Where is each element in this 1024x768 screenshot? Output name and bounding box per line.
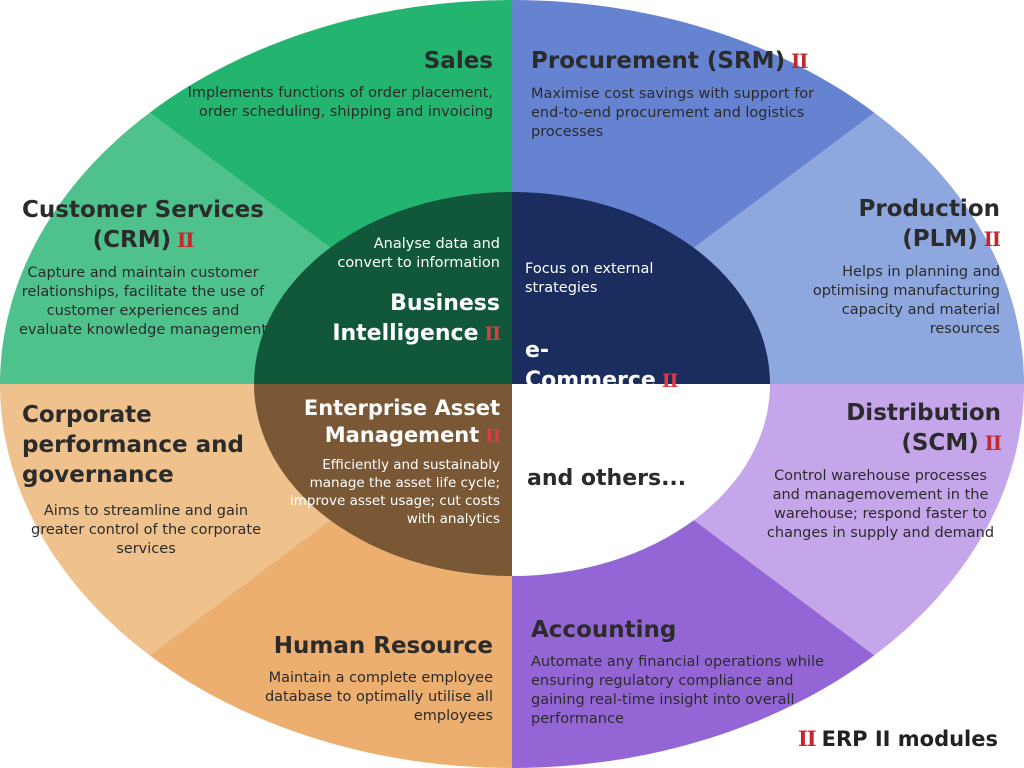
accounting-segment: Accounting Automate any financial operat… <box>531 615 831 729</box>
crm-desc: Capture and maintain customer relationsh… <box>18 265 268 338</box>
plm-segment: Production (PLM)II Helps in planning and… <box>770 194 1001 339</box>
bi-segment: Analyse data and convert to information … <box>330 235 502 349</box>
sales-segment: Sales Implements functions of order plac… <box>180 46 493 122</box>
crm-title: Customer Services (CRM)II <box>18 195 268 256</box>
bi-title-text: Business Intelligence <box>332 291 500 346</box>
scm-desc: Control warehouse processes and managemo… <box>766 468 995 541</box>
srm-title: Procurement (SRM)II <box>531 46 821 77</box>
eam-title-text: Enterprise Asset Management <box>303 396 500 447</box>
plm-title-text: Production (PLM) <box>858 196 1000 252</box>
erp2-mark-icon: II <box>661 370 679 392</box>
accounting-title: Accounting <box>531 617 677 643</box>
plm-title: Production (PLM)II <box>770 194 1001 255</box>
plm-desc: Helps in planning and optimising manufac… <box>812 264 1000 337</box>
corporate-sector <box>0 384 512 768</box>
hr-title: Human Resource <box>273 633 493 659</box>
scm-title-text: Distribution (SCM) <box>846 400 1001 456</box>
erp2-mark-icon: II <box>791 50 808 73</box>
ecommerce-desc: Focus on external strategies <box>525 261 654 296</box>
hr-segment: Human Resource Maintain a complete emplo… <box>248 631 493 726</box>
srm-segment: Procurement (SRM)II Maximise cost saving… <box>531 46 821 142</box>
eam-desc: Efficiently and sustainably manage the a… <box>290 457 500 527</box>
erp2-mark-icon: II <box>177 229 194 252</box>
erp2-mark-icon: II <box>983 228 1001 251</box>
erp2-mark-icon: II <box>484 323 502 345</box>
others-segment: and others... <box>527 464 727 494</box>
bi-desc: Analyse data and convert to information <box>337 236 500 271</box>
scm-segment: Distribution (SCM)II Control warehouse p… <box>760 398 1002 543</box>
sales-title: Sales <box>423 48 493 74</box>
sales-desc: Implements functions of order placement,… <box>187 85 493 120</box>
srm-desc: Maximise cost savings with support for e… <box>531 86 815 140</box>
others-title: and others... <box>527 466 687 491</box>
hr-desc: Maintain a complete employee database to… <box>264 670 493 724</box>
legend-label: ERP II modules <box>821 727 998 751</box>
corporate-title: Corporate performance and governance <box>22 402 245 488</box>
srm-title-text: Procurement (SRM) <box>531 48 786 74</box>
ecommerce-title-text: e-Commerce <box>525 338 656 393</box>
accounting-desc: Automate any financial operations while … <box>531 654 824 727</box>
erp2-mark-icon: II <box>984 432 1002 455</box>
erp2-mark-icon: II <box>485 426 501 447</box>
corporate-desc: Aims to streamline and gain greater cont… <box>30 503 262 557</box>
scm-title: Distribution (SCM)II <box>760 398 1002 459</box>
crm-segment: Customer Services (CRM)II Capture and ma… <box>18 195 268 340</box>
corporate-segment: Corporate performance and governance Aim… <box>22 400 270 559</box>
erp2-mark-icon: II <box>797 726 817 751</box>
crm-title-text: Customer Services (CRM) <box>22 197 264 253</box>
